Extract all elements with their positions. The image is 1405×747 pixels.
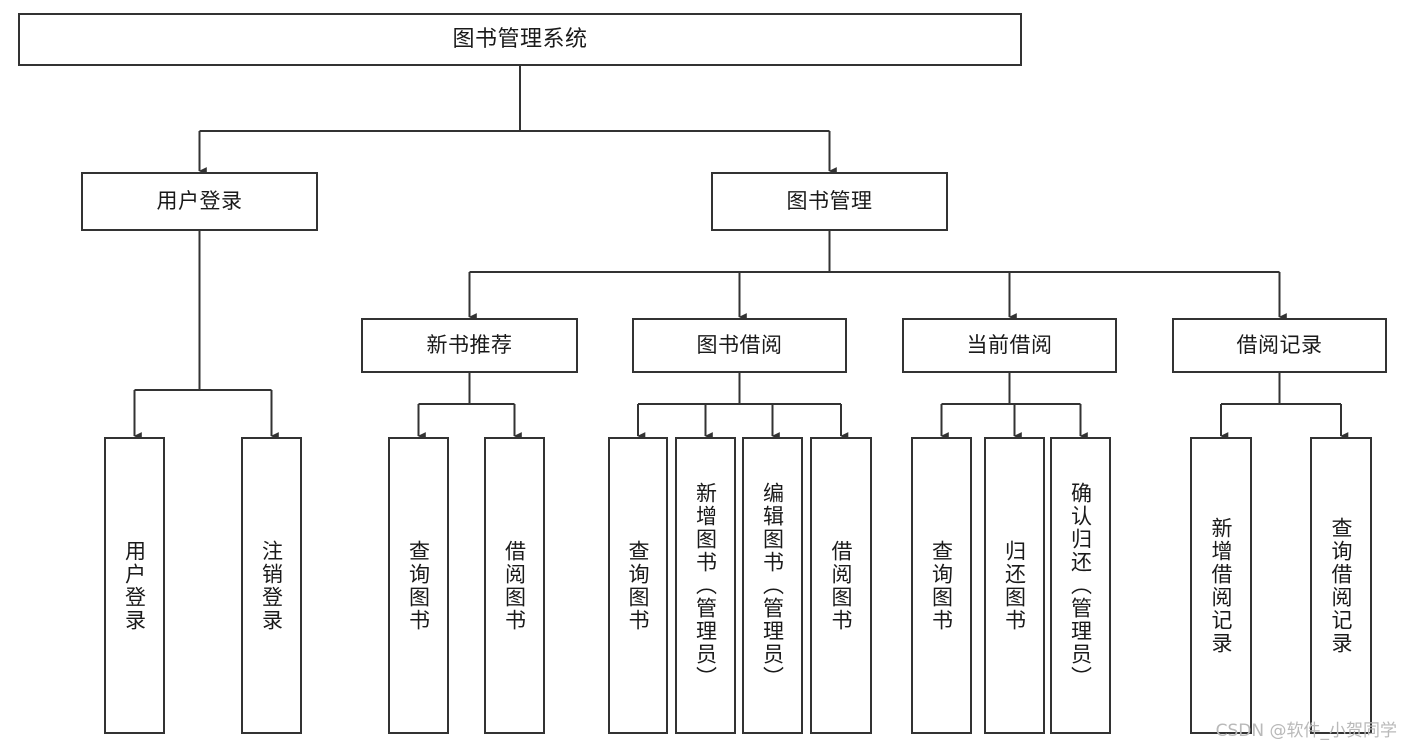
node-label: 查询图书 — [406, 539, 431, 632]
node-leaf-cb-confirm-return[interactable]: 确认归还（管理员） — [1050, 437, 1111, 734]
node-label: 借阅记录 — [1236, 333, 1323, 358]
node-l3-book-borrow[interactable]: 图书借阅 — [632, 318, 847, 373]
node-label: 用户登录 — [156, 189, 243, 214]
node-label: 查询图书 — [929, 539, 954, 632]
node-leaf-rec-query-book[interactable]: 查询图书 — [388, 437, 449, 734]
node-leaf-br-query-record[interactable]: 查询借阅记录 — [1310, 437, 1372, 734]
node-leaf-rec-borrow-book[interactable]: 借阅图书 — [484, 437, 545, 734]
node-leaf-user-login[interactable]: 用户登录 — [104, 437, 165, 734]
node-root[interactable]: 图书管理系统 — [18, 13, 1022, 66]
node-label: 用户登录 — [122, 539, 147, 632]
node-l3-new-book-rec[interactable]: 新书推荐 — [361, 318, 578, 373]
node-label: 新增图书（管理员） — [693, 482, 718, 689]
node-label: 注销登录 — [259, 539, 284, 632]
node-label: 图书管理系统 — [452, 26, 588, 52]
node-label: 查询图书 — [626, 539, 651, 632]
node-label: 图书管理 — [786, 189, 873, 214]
node-leaf-bb-query-book[interactable]: 查询图书 — [608, 437, 668, 734]
node-leaf-br-add-record[interactable]: 新增借阅记录 — [1190, 437, 1252, 734]
node-label: 借阅图书 — [829, 539, 854, 632]
node-label: 图书借阅 — [696, 333, 783, 358]
node-leaf-bb-borrow-book[interactable]: 借阅图书 — [810, 437, 872, 734]
node-label: 确认归还（管理员） — [1068, 482, 1093, 689]
node-l2-user-login[interactable]: 用户登录 — [81, 172, 318, 231]
node-label: 查询借阅记录 — [1329, 516, 1354, 655]
node-leaf-user-logout[interactable]: 注销登录 — [241, 437, 302, 734]
node-leaf-bb-add-book[interactable]: 新增图书（管理员） — [675, 437, 736, 734]
node-label: 新增借阅记录 — [1209, 516, 1234, 655]
node-leaf-cb-query-book[interactable]: 查询图书 — [911, 437, 972, 734]
node-l2-book-mgmt[interactable]: 图书管理 — [711, 172, 948, 231]
node-label: 归还图书 — [1002, 539, 1027, 632]
node-label: 新书推荐 — [426, 333, 513, 358]
edge-group — [133, 66, 1349, 440]
node-l3-borrow-record[interactable]: 借阅记录 — [1172, 318, 1387, 373]
node-l3-current-borrow[interactable]: 当前借阅 — [902, 318, 1117, 373]
node-leaf-cb-return-book[interactable]: 归还图书 — [984, 437, 1045, 734]
node-label: 当前借阅 — [966, 333, 1053, 358]
node-label: 编辑图书（管理员） — [760, 482, 785, 689]
node-label: 借阅图书 — [502, 539, 527, 632]
node-leaf-bb-edit-book[interactable]: 编辑图书（管理员） — [742, 437, 803, 734]
